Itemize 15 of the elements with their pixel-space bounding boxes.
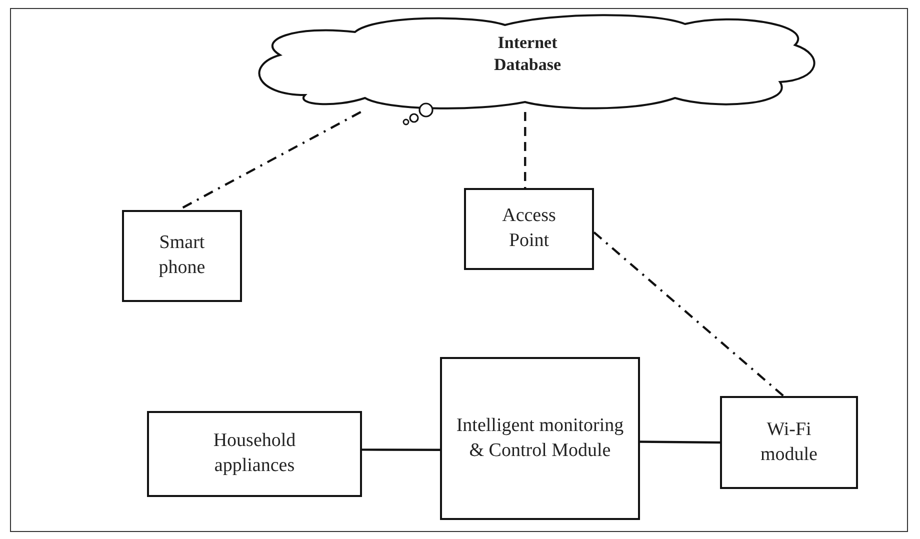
node-label: Intelligent monitoring & Control Module [455, 414, 625, 462]
node-label: Smart phone [158, 231, 206, 280]
process-box [720, 396, 858, 489]
node-label: Access Point [501, 204, 557, 253]
process-box [440, 357, 640, 520]
connector-line [362, 448, 440, 451]
process-box [122, 210, 242, 302]
node-label: Household appliances [212, 429, 297, 478]
process-box [464, 188, 594, 270]
process-box [147, 411, 362, 497]
node-label: Wi-Fi module [760, 418, 818, 466]
connector-line [640, 440, 720, 444]
connector-line [593, 231, 784, 397]
node-label: Internet Database [492, 32, 562, 76]
connector-line [524, 112, 526, 188]
